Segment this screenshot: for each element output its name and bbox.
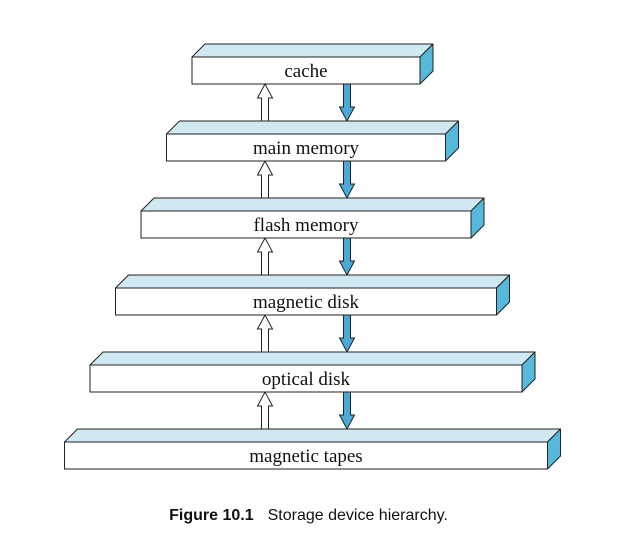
up-arrow-3 xyxy=(256,313,274,353)
level-box-front-face xyxy=(166,133,446,162)
level-box-front-face xyxy=(191,56,421,85)
figure-number: Figure 10.1 xyxy=(169,507,254,524)
level-box-front-face xyxy=(140,210,472,239)
level-box-top-face xyxy=(166,120,459,135)
level-box-top-face xyxy=(191,43,434,58)
level-label: magnetic disk xyxy=(253,292,360,313)
down-arrow-3 xyxy=(338,312,356,354)
down-arrow-2 xyxy=(338,235,356,277)
level-label: magnetic tapes xyxy=(249,446,362,467)
figure-caption-text: Storage device hierarchy. xyxy=(267,507,448,524)
up-arrow-0 xyxy=(256,82,274,122)
level-label: main memory xyxy=(253,138,360,159)
level-label: cache xyxy=(284,61,327,82)
level-label: optical disk xyxy=(262,369,351,390)
down-arrow-4 xyxy=(338,389,356,431)
down-arrow-1 xyxy=(338,158,356,200)
level-box-3: magnetic disk xyxy=(115,274,510,316)
up-arrow-1 xyxy=(256,159,274,199)
level-box-0: cache xyxy=(191,43,434,85)
level-box-front-face xyxy=(115,287,497,316)
down-arrow-0 xyxy=(338,81,356,123)
level-box-1: main memory xyxy=(166,120,459,162)
level-box-top-face xyxy=(64,428,561,443)
up-arrow-4 xyxy=(256,390,274,430)
level-box-top-face xyxy=(115,274,510,289)
level-box-4: optical disk xyxy=(89,351,536,393)
level-box-front-face xyxy=(89,364,523,393)
up-arrow-2 xyxy=(256,236,274,276)
level-label: flash memory xyxy=(253,215,359,236)
figure-caption: Figure 10.1 Storage device hierarchy. xyxy=(0,507,617,525)
arrows-layer xyxy=(256,81,356,431)
level-box-5: magnetic tapes xyxy=(64,428,561,470)
level-box-top-face xyxy=(89,351,536,366)
level-box-front-face xyxy=(64,441,548,470)
level-box-top-face xyxy=(140,197,485,212)
boxes-layer: cache main memory flash memory magnetic dis… xyxy=(64,43,561,470)
level-box-2: flash memory xyxy=(140,197,485,239)
